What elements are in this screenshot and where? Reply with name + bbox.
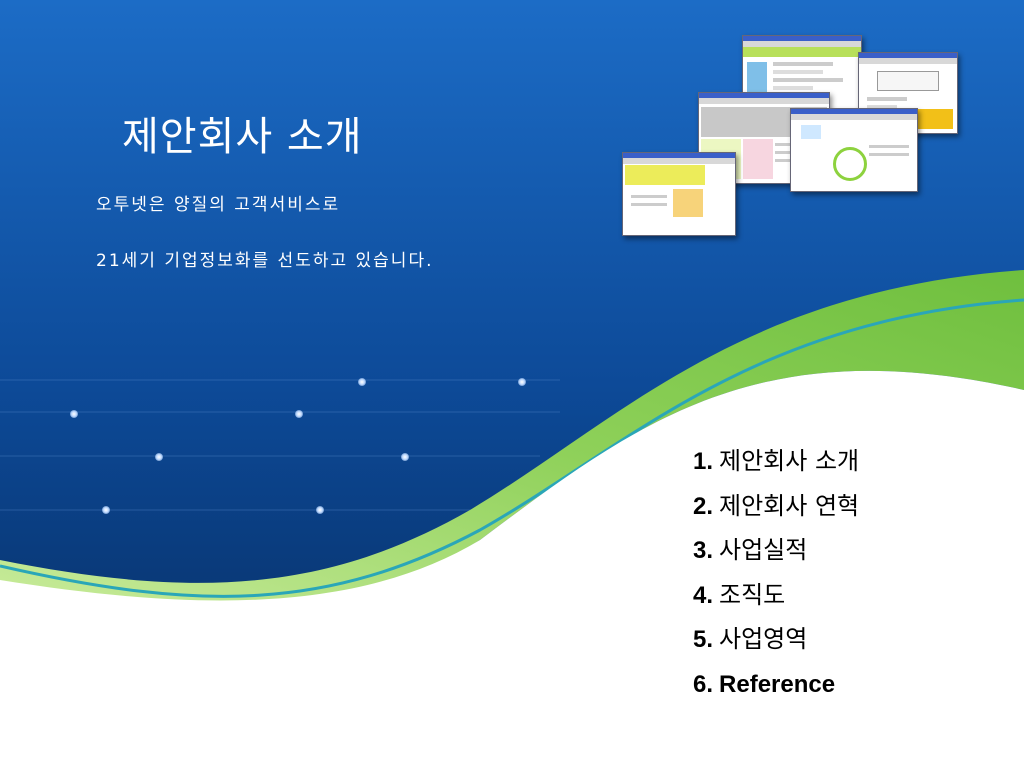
screenshot-thumbnail: [622, 152, 736, 236]
agenda-item-company-history: 2.제안회사 연혁: [693, 490, 859, 535]
light-lines: [0, 379, 560, 511]
subtitle-line-1: 오투넷은 양질의 고객서비스로: [96, 195, 341, 215]
agenda-item-number: 5.: [693, 626, 714, 653]
sparkle-dot: [295, 410, 303, 418]
subtitle-line-2: 21세기 기업정보화를 선도하고 있습니다.: [96, 251, 434, 271]
agenda-item-number: 6.: [693, 670, 714, 698]
agenda-item-business-area: 5.사업영역: [693, 623, 859, 668]
agenda-list: 1.제안회사 소개 2.제안회사 연혁 3.사업실적 4.조직도 5.사업영역 …: [693, 445, 859, 712]
agenda-item-label: 사업실적: [719, 536, 808, 564]
agenda-item-label: 사업영역: [719, 625, 808, 653]
agenda-item-number: 3.: [693, 537, 714, 564]
screenshot-thumbnail: [790, 108, 918, 192]
agenda-item-number: 1.: [693, 448, 714, 475]
agenda-item-number: 2.: [693, 492, 714, 520]
slide-title: 제안회사 소개: [122, 114, 363, 160]
sparkle-dot: [518, 378, 526, 386]
agenda-item-org-chart: 4.조직도: [693, 579, 859, 624]
agenda-item-label: 조직도: [719, 580, 786, 609]
green-wave: [0, 270, 1024, 604]
sparkle-dot: [401, 453, 409, 461]
agenda-item-label: Reference: [719, 670, 836, 698]
agenda-item-reference: 6.Reference: [693, 668, 859, 713]
sparkle-dot: [316, 506, 324, 514]
white-wave-area: [0, 370, 1024, 768]
agenda-item-label: 제안회사 연혁: [719, 491, 860, 520]
agenda-item-company-intro: 1.제안회사 소개: [693, 445, 859, 490]
sparkle-dot: [358, 378, 366, 386]
agenda-item-label: 제안회사 소개: [719, 447, 860, 475]
agenda-item-business-record: 3.사업실적: [693, 534, 859, 579]
sparkle-dot: [155, 453, 163, 461]
agenda-item-number: 4.: [693, 581, 714, 609]
teal-wave: [0, 298, 1024, 598]
sparkle-dot: [102, 506, 110, 514]
sparkle-dot: [70, 410, 78, 418]
